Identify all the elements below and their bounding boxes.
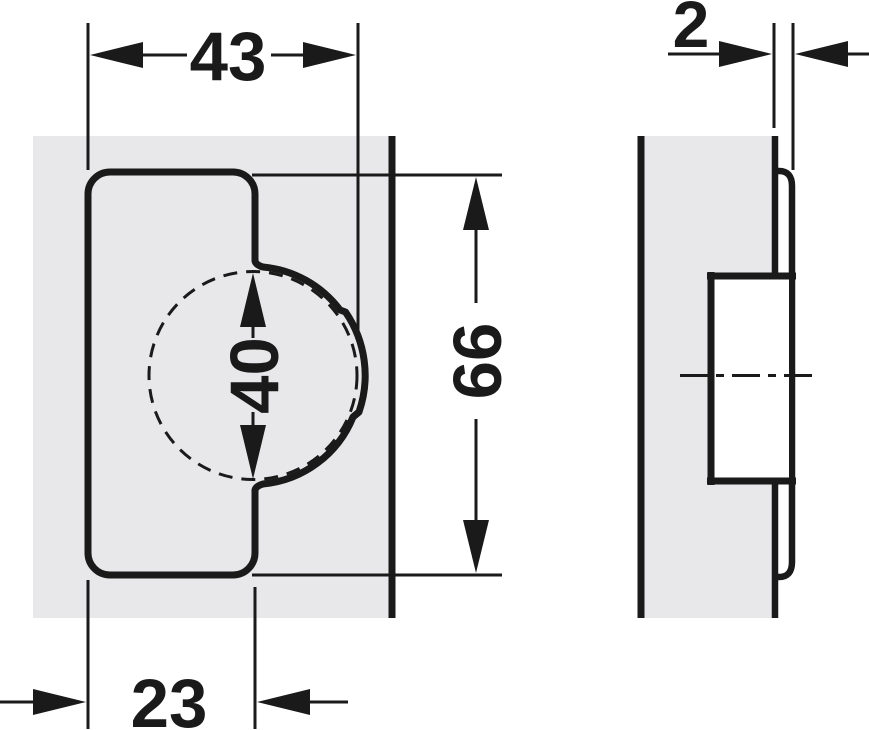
dimension-40: 40 bbox=[216, 273, 293, 479]
dim-label-2: 2 bbox=[673, 0, 710, 61]
dim-label-43: 43 bbox=[190, 18, 267, 95]
arrowhead-down bbox=[463, 520, 489, 573]
arrowhead-down bbox=[240, 425, 266, 479]
hinge-plate-outline bbox=[84, 168, 369, 579]
dimension-66: 66 bbox=[252, 173, 516, 577]
arrowhead-right bbox=[303, 42, 356, 68]
arrowhead-up bbox=[463, 177, 489, 230]
dimension-43: 43 bbox=[86, 18, 360, 340]
dimension-2: 2 bbox=[668, 0, 869, 170]
side-view: 2 bbox=[637, 0, 869, 618]
cup-circle-dashed bbox=[147, 270, 359, 481]
arrowhead-right bbox=[33, 689, 86, 715]
dim-label-23: 23 bbox=[131, 665, 208, 730]
dim-label-40: 40 bbox=[216, 337, 293, 414]
arrowhead-left bbox=[257, 689, 310, 715]
arrowhead-left bbox=[90, 42, 143, 68]
dimension-23: 23 bbox=[0, 580, 348, 730]
front-view: 43 66 40 23 bbox=[0, 18, 516, 730]
arrowhead-right bbox=[719, 41, 772, 67]
arrowhead-left bbox=[795, 41, 848, 67]
arrowhead-up bbox=[240, 273, 266, 327]
dim-label-66: 66 bbox=[439, 323, 516, 400]
cup-bore-area bbox=[714, 273, 789, 484]
front-door-panel bbox=[33, 136, 395, 618]
